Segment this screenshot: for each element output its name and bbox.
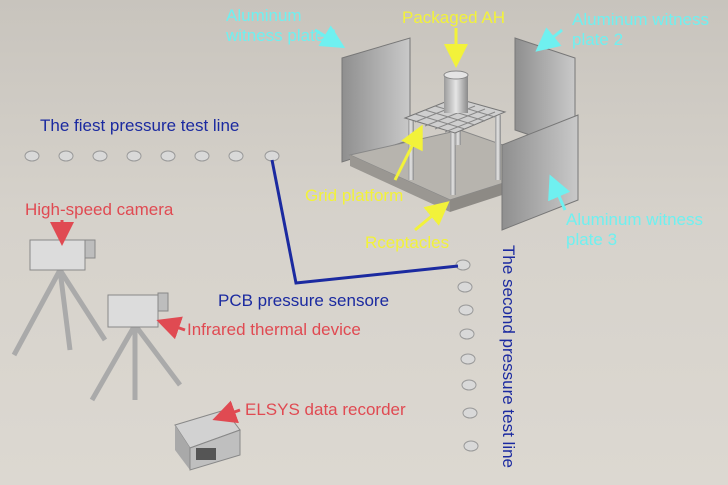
- elsys-label: ELSYS data recorder: [245, 400, 406, 419]
- witness2-arrow: [535, 27, 563, 52]
- witness-plate-1-label: Aluminum witness plate 1: [226, 6, 339, 45]
- receptacles-arrow: [414, 201, 450, 232]
- elsys-data-recorder: [174, 409, 241, 471]
- second-line-label: The second pressure test line: [499, 245, 518, 469]
- witness1-arrow: [314, 25, 346, 49]
- platform-leg: [495, 115, 501, 180]
- infrared-thermal-device: [89, 292, 182, 402]
- infrared-arrow: [156, 316, 186, 340]
- elsys-arrow: [212, 400, 241, 424]
- high-speed-camera: [11, 239, 108, 357]
- packaged-ah-label: Packaged AH: [402, 8, 506, 27]
- grid-platform-label: Grid platform: [305, 186, 404, 205]
- second-line-sensors: [455, 259, 479, 452]
- pcb-sensor-label: PCB pressure sensore: [218, 291, 390, 310]
- witness3-arrow: [548, 174, 571, 211]
- platform-leg: [450, 130, 456, 195]
- packaged-ah: [444, 75, 468, 113]
- packaged-ah-top: [443, 70, 469, 80]
- witness-plate-3-label: Aluminum witness plate 3: [566, 210, 703, 249]
- pcb-cable: [270, 159, 459, 285]
- witness-plate-2-label: Aluminum witness plate 2: [572, 10, 709, 49]
- first-line-label: The fiest pressure test line: [40, 116, 240, 135]
- receptacle-base-side: [350, 155, 450, 212]
- receptacles-label: Rceptacles: [365, 233, 450, 252]
- camera-label: High-speed camera: [25, 200, 174, 219]
- grid-arrow: [393, 124, 423, 181]
- infrared-label: Infrared thermal device: [187, 320, 361, 339]
- first-line-sensors: [24, 150, 280, 162]
